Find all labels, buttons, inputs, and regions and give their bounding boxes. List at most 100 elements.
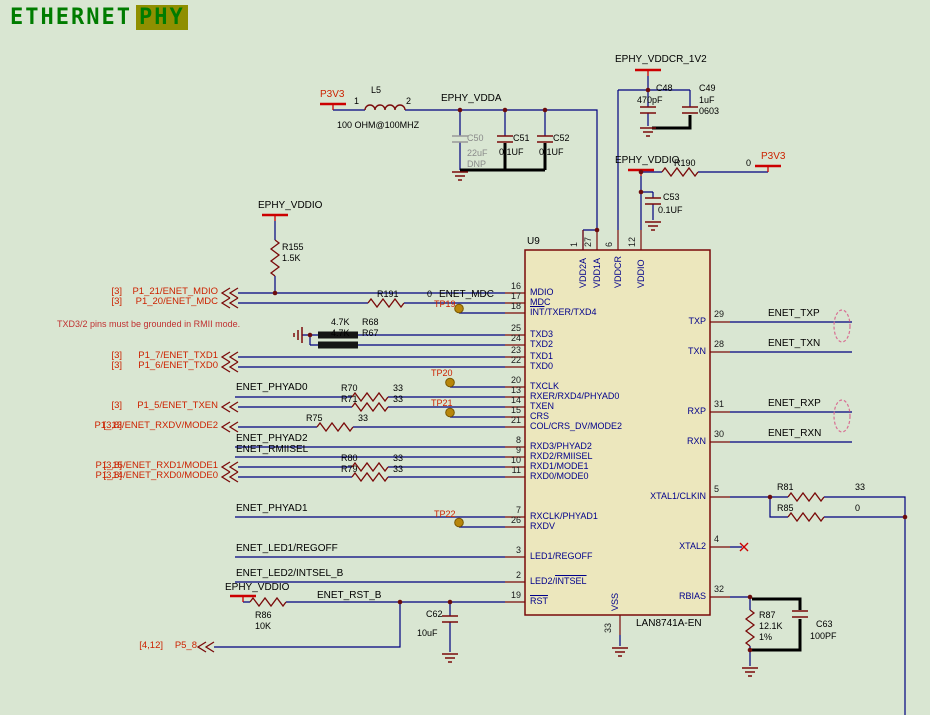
pin-num-29: 29 [714,309,725,319]
res-r190-ref: R190 [674,158,696,168]
cap-c49-size: 0603 [699,106,720,116]
res-r70-value: 33 [393,383,404,393]
res-r86-ref: R86 [255,610,272,620]
pin-num-31: 31 [714,399,725,409]
pin-name-col-crsdv-mode2: COL/CRS_DV/MODE2 [530,421,623,431]
pin-name-rxp: RXP [687,406,706,416]
pin-name-vss: VSS [610,592,620,611]
junction-dot [457,107,463,113]
cap-c48-ref: C48 [656,83,673,93]
offpage-ref-txd0: [3] [111,360,122,371]
res-r71-ref: R71 [341,394,358,404]
pin-num-21: 21 [510,415,521,425]
cap-c50-ref: C50 [467,133,484,143]
cap-c48-value: 470pF [637,95,663,105]
cap-c49-value: 1uF [699,95,715,105]
pin-num-1: 1 [569,241,579,247]
res-r85-ref: R85 [777,503,794,513]
offpage-ref-mdc: [3] [111,296,122,307]
no-connect-x-xtal2 [739,542,749,552]
offpage-name-mode0: P1_14/ENET_RXD0/MODE0 [95,470,219,481]
ground-c62 [441,653,459,663]
pin-num-9: 9 [515,445,521,455]
res-r80-ref: R80 [341,453,358,463]
pin-name-txd1: TXD1 [530,351,554,361]
thick-wire-segments [460,115,802,652]
res-r191-value: 0 [427,289,433,299]
offpage-chevron-txen [221,401,239,413]
res-r80-value: 33 [393,453,404,463]
pin-num-20: 20 [510,375,521,385]
ephy-vddio-label-rst: EPHY_VDDIO [225,582,290,593]
cap-c51-value: 0.1UF [499,147,524,157]
resistor-r71-symbol [351,402,389,412]
pin-name-rxer: RXER/RXD4/PHYAD0 [530,391,620,401]
pin-name-rxd3: RXD3/PHYAD2 [530,441,592,451]
pin-num-6: 6 [604,241,614,247]
junction-dot [638,189,644,195]
pin-num-24: 24 [510,333,521,343]
junction-dot [747,594,753,600]
res-r81-value: 33 [855,482,866,492]
cap-c51-ref: C51 [513,133,530,143]
res-r68-value: 4.7K [331,317,350,327]
testpoint-tp20-pad [445,377,455,388]
pin-num-22: 22 [510,355,521,365]
pin-name-int-txer-txd4: INT/TXER/TXD4 [530,308,597,317]
pin-stubs-right [710,321,730,598]
testpoint-tp19-pad [454,303,464,314]
ground-r87 [741,667,759,677]
resistor-r81-symbol [787,492,825,502]
net-label-enet-led2: ENET_LED2/INTSEL_B [236,568,344,579]
resistor-r190-symbol [661,167,699,177]
pin-num-11: 11 [511,465,521,475]
wires-left-rows [214,292,505,652]
pin-name-rst: RST [530,597,548,606]
inductor-l5-value: 100 OHM@100MHZ [337,120,420,130]
capacitor-c63-symbol [791,610,809,618]
pin-num-23: 23 [510,345,521,355]
net-label-enet-txp: ENET_TXP [768,308,820,319]
pin-num-12: 12 [627,236,637,247]
cap-c62-ref: C62 [426,609,443,619]
resistor-r79-symbol [351,472,389,482]
offpage-name-p5-8: P5_8 [174,640,197,651]
offpage-ref-txd1: [3] [111,350,122,361]
cap-c53-ref: C53 [663,192,680,202]
junction-dot [747,647,753,653]
net-label-enet-rmiisel: ENET_RMIISEL [236,444,309,455]
pin-name-txp: TXP [688,316,706,326]
resistor-r191-symbol [367,298,405,308]
res-r79-ref: R79 [341,464,358,474]
power-p3v3-top [318,102,348,112]
resistor-r68-symbol [318,331,358,339]
p3v3-label-right: P3V3 [761,151,786,162]
junction-dots [272,87,908,653]
chip-pin-stubs [505,230,730,635]
net-label-enet-mdc: ENET_MDC [439,289,495,300]
pin-name-txclk: TXCLK [530,381,560,391]
cap-c50-dnp: DNP [467,159,487,169]
testpoint-tp22-pad [454,517,464,528]
ground-txd [293,326,303,344]
pin-name-vddcr: VDDCR [613,255,623,288]
pin-num-10: 10 [510,455,521,465]
res-r86-value: 10K [255,621,272,631]
pin-num-26: 26 [510,515,521,525]
offpage-ref-mode2: [3,8] [103,420,123,431]
pin-stubs-left [505,292,525,603]
title-word-phy: PHY [135,5,188,30]
junction-dot [307,332,313,338]
thick-c63-loop [752,597,802,652]
pin-name-rxn: RXN [686,436,706,446]
power-p3v3-right [753,164,783,174]
offpage-name-mdio: P1_21/ENET_MDIO [132,286,218,297]
resistor-r86-symbol [249,597,287,607]
res-r67-value: 4.7K [331,328,350,338]
res-r79-value: 33 [393,464,404,474]
res-r190-value: 0 [746,158,752,168]
pin-name-xtal2: XTAL2 [679,541,706,551]
chip-ref-u9: U9 [527,236,540,247]
testpoint-tp21-label: TP21 [431,398,453,408]
junction-dot [645,87,651,93]
